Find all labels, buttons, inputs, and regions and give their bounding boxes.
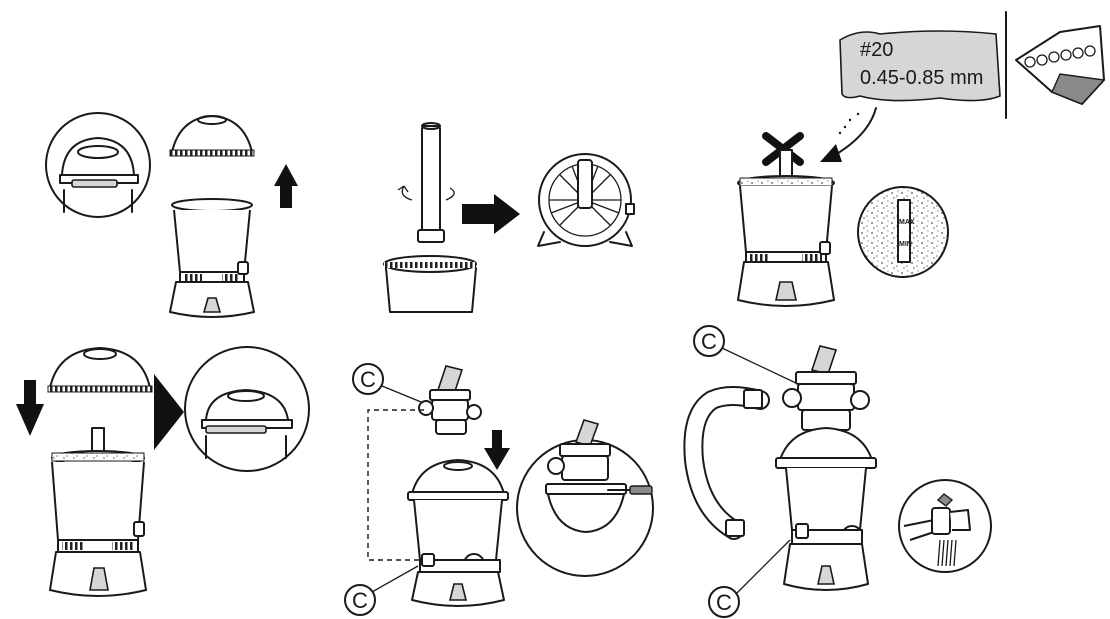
tank-rim bbox=[383, 255, 477, 313]
gauge-min-label: MIN bbox=[899, 241, 912, 248]
filter-tank-assembled bbox=[407, 459, 509, 607]
sand-filled-tank bbox=[737, 149, 835, 307]
right-arrow-icon bbox=[462, 194, 520, 234]
callout-c-bottom: C bbox=[708, 539, 791, 618]
zoom-detail-valve-clamp bbox=[516, 419, 654, 577]
callout-c-label: C bbox=[701, 329, 717, 354]
sand-grains-falling bbox=[838, 112, 860, 135]
tank-with-laterals bbox=[537, 153, 635, 247]
callout-c-label: C bbox=[360, 367, 376, 392]
center-pipe bbox=[397, 122, 455, 243]
step-remove-lid bbox=[45, 112, 298, 318]
gauge-max-label: MAX bbox=[899, 219, 915, 226]
multiport-valve bbox=[418, 365, 482, 435]
hose bbox=[683, 386, 770, 540]
sand-bag: #20 0.45-0.85 mm bbox=[839, 30, 1001, 102]
laterals-detail bbox=[1015, 25, 1106, 105]
filter-tank-with-pipe bbox=[49, 427, 147, 597]
filter-tank bbox=[169, 198, 255, 318]
right-triangle-arrow-icon bbox=[154, 374, 184, 450]
zoom-detail-clamp bbox=[45, 112, 151, 218]
callout-c-label: C bbox=[716, 590, 732, 615]
multiport-valve bbox=[782, 345, 870, 431]
zoom-detail-clamp bbox=[184, 346, 310, 472]
callout-c-label: C bbox=[352, 588, 368, 613]
step-install-pipe bbox=[383, 122, 635, 313]
step-attach-valve: C C bbox=[344, 363, 654, 616]
sand-level-gauge-detail: MAX MIN bbox=[857, 186, 949, 278]
sand-size-label: 0.45-0.85 mm bbox=[860, 67, 983, 89]
pour-arrow-icon bbox=[820, 144, 842, 162]
callout-c-top: C bbox=[352, 363, 427, 405]
filter-tank-assembled bbox=[775, 427, 877, 591]
dashed-guide bbox=[367, 409, 424, 561]
down-arrow-icon bbox=[484, 430, 510, 470]
zoom-detail-hose-clamp bbox=[898, 479, 992, 573]
filter-lid bbox=[169, 115, 255, 157]
step-fill-sand: #20 0.45-0.85 mm bbox=[737, 11, 1106, 307]
callout-c-bottom: C bbox=[344, 565, 419, 616]
up-arrow-icon bbox=[274, 164, 298, 208]
sand-grade-label: #20 bbox=[860, 39, 893, 61]
step-connect-hose: C C bbox=[683, 325, 992, 618]
callout-c-top: C bbox=[693, 325, 799, 385]
down-arrow-icon bbox=[16, 380, 44, 436]
step-replace-lid bbox=[16, 346, 310, 597]
filter-lid bbox=[47, 347, 153, 393]
